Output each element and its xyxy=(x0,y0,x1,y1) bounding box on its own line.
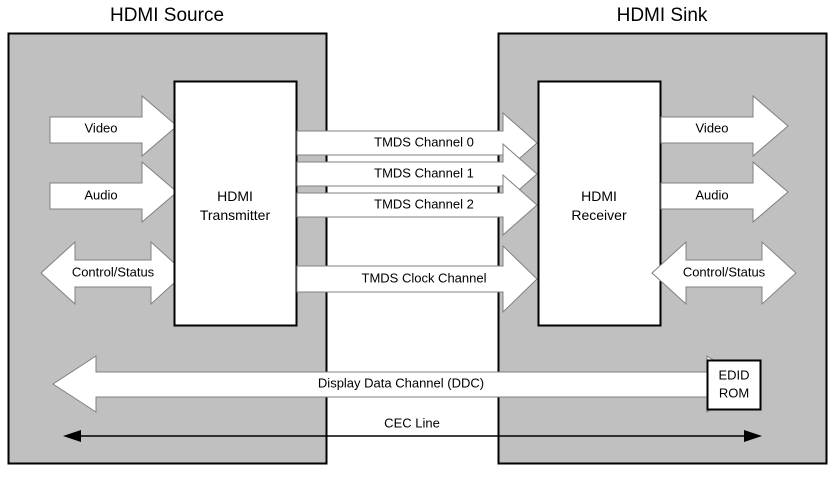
sink-control-status-arrow xyxy=(651,240,797,306)
tmds-channel-1-arrow xyxy=(296,142,538,206)
tmds-clock-channel-arrow xyxy=(296,244,538,314)
tmds-channel-2-arrow xyxy=(296,173,538,237)
sink-video-arrow xyxy=(660,94,789,158)
cec-line-right-arrowhead xyxy=(744,430,762,442)
hdmi-receiver-block xyxy=(537,80,662,327)
sink-audio-arrow xyxy=(660,160,789,224)
cec-line-left-arrowhead xyxy=(63,430,81,442)
edid-rom-block xyxy=(706,359,762,411)
tmds-channel-0-arrow xyxy=(296,111,538,175)
source-video-arrow xyxy=(49,94,178,158)
source-audio-arrow xyxy=(49,160,178,224)
hdmi-transmitter-block xyxy=(173,80,298,327)
